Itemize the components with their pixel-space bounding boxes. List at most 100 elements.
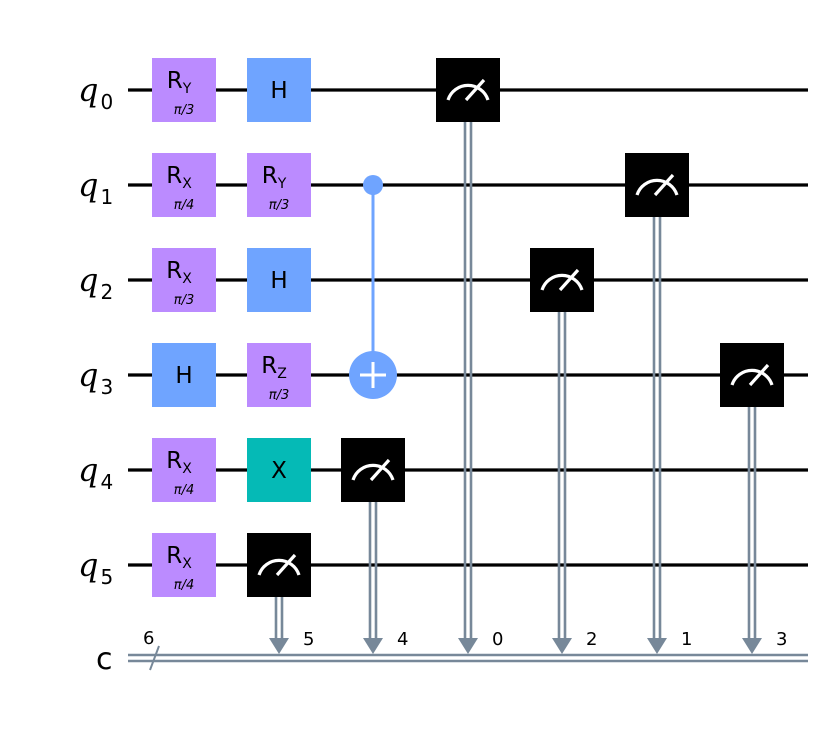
qubit-index: 3 [100,375,113,399]
gate-box [247,438,311,502]
rotation-gate-q0: RY π/3 [152,58,216,122]
measure-bit-label: 3 [776,629,787,650]
meter-arc-icon [257,558,301,576]
qubit-index: 4 [100,470,113,494]
meter-needle-icon [369,458,391,482]
qubit-name: q [78,356,98,394]
measure-arrow-icon [269,638,289,654]
gate-symbol: H [175,363,192,389]
measure-bit-label: 0 [492,629,503,650]
gate-parameter: π/3 [269,388,289,403]
measure-bit-label: 4 [397,629,408,650]
measure-bit-label: 2 [586,629,597,650]
gate-box [152,153,216,217]
meter-arc-icon [351,463,395,481]
gate-symbol: X [271,458,287,484]
gate-symbol: RY [262,163,287,192]
gate-axis: X [182,176,192,192]
rotation-gate-q1: RYπ/3 [247,153,311,217]
classical-register-label: c [96,642,113,677]
measure-arrow-icon [458,638,478,654]
gate-parameter: π/4 [174,578,194,593]
hadamard-gate-q2: H [247,248,311,312]
measure-gate-q5 [247,533,311,597]
measure-arrow-icon [647,638,667,654]
meter-needle-icon [275,553,297,577]
gate-box [152,58,216,122]
meter-needle-icon [558,268,580,292]
rotation-gate-q2: RXπ/3 [152,248,216,312]
x-gate-q4: X [247,438,311,502]
measure-arrow-icon [742,638,762,654]
measure-box [341,438,405,502]
qubit-index: 2 [100,280,113,304]
gate-name: R [261,353,277,379]
meter-needle-icon [653,173,675,197]
gate-symbol: RX [166,163,192,192]
hadamard-gate-q0: H [247,58,311,122]
rotation-gate-q3: RZ π/3 [247,343,311,407]
gate-symbol: RX [166,448,192,477]
gate-name: R [262,163,278,189]
gate-axis: Y [277,176,287,192]
gate-name: R [166,448,182,474]
gate-name: R [166,258,182,284]
gate-symbol: H [270,268,287,294]
measure-arrow-icon [363,638,383,654]
gate-symbol: RX [166,543,192,572]
gate-axis: X [182,556,192,572]
gate-axis: X [182,271,192,287]
qubit-name: q [78,71,98,109]
rotation-gate-q4: RXπ/4 [152,438,216,502]
qubit-index: 1 [100,185,113,209]
gate-parameter: π/4 [174,483,194,498]
measure-gate-q2 [530,248,594,312]
gate-box [247,343,311,407]
gate-box [152,438,216,502]
measure-box [625,153,689,217]
gate-symbol: RX [166,258,192,287]
qubit-wires [128,88,808,567]
qubit-name: q [78,261,98,299]
qubit-index: 0 [100,90,113,114]
gate-symbol: RY [167,68,192,97]
gate-name: R [166,163,182,189]
gate-parameter: π/3 [174,103,194,118]
classical-register-wire: 6 [128,628,808,671]
meter-arc-icon [730,368,774,386]
gate-box [247,248,311,312]
measure-box [436,58,500,122]
gate-box [247,58,311,122]
register-size-slash [149,645,160,671]
gate-box [152,248,216,312]
qubit-name: q [78,166,98,204]
meter-arc-icon [446,83,490,101]
gate-symbol: RZ [261,353,287,382]
measure-gate-q3 [720,343,784,407]
hadamard-gate-q3: H [152,343,216,407]
qubit-index: 5 [100,565,113,589]
gate-parameter: π/3 [269,198,289,213]
gate-box [247,153,311,217]
meter-needle-icon [464,78,486,102]
gate-name: R [166,543,182,569]
measure-bit-label: 5 [303,629,314,650]
gate-symbol: H [270,78,287,104]
measure-gate-q0 [436,58,500,122]
gate-parameter: π/4 [174,198,194,213]
measure-box [720,343,784,407]
gate-axis: X [182,461,192,477]
measure-box [530,248,594,312]
cnot-control-dot [363,175,383,195]
measure-arrow-icon [552,638,572,654]
